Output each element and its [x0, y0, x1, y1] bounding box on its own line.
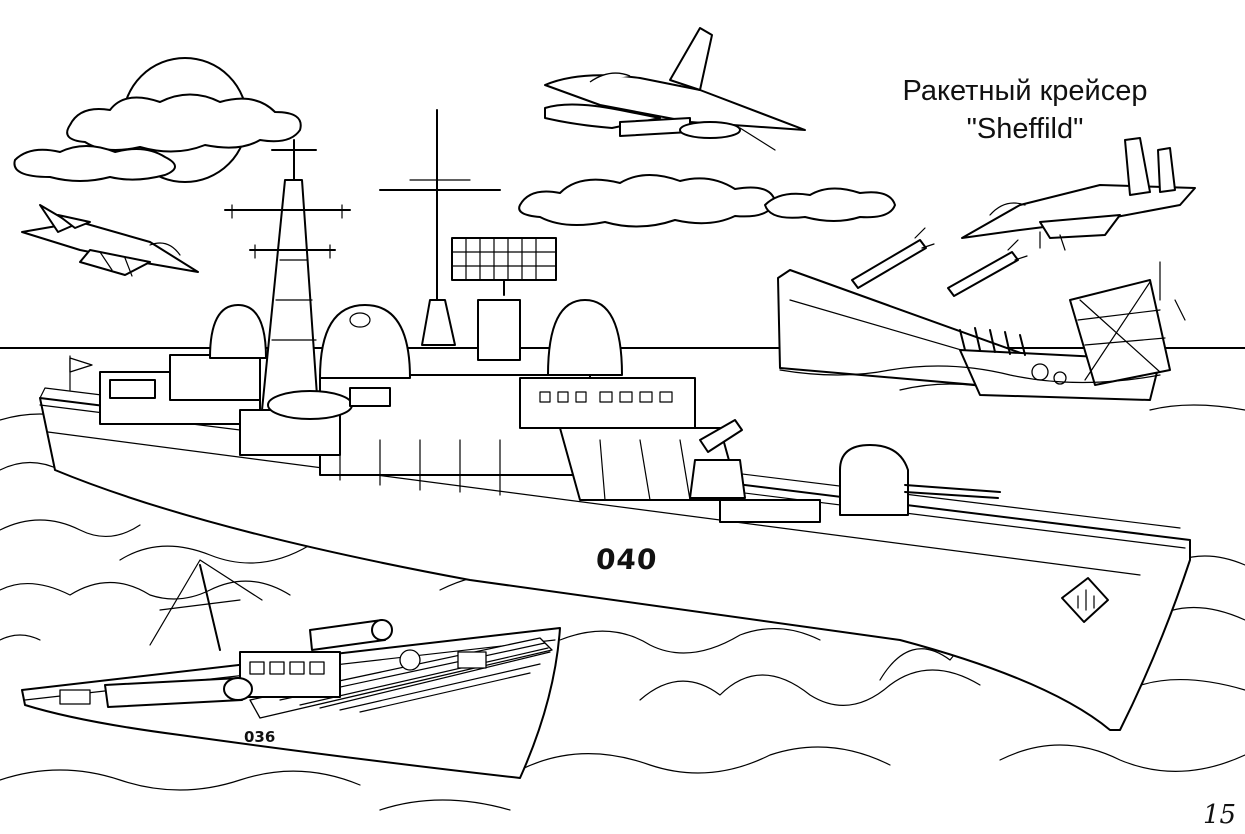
sinking-ship: [777, 261, 1186, 401]
missiles: [851, 227, 1028, 297]
boat-hull-number: 036: [244, 728, 276, 746]
title-line-2: "Sheffild": [966, 113, 1084, 145]
missile-boat: [21, 559, 561, 779]
page-number: 15: [1203, 800, 1237, 830]
jet-fighter-top: [544, 27, 806, 151]
page-title: Ракетный крейсер "Sheffild": [840, 72, 1210, 148]
jet-fighter-right: [961, 137, 1196, 251]
clouds: [13, 93, 896, 228]
title-line-1: Ракетный крейсер: [902, 75, 1148, 107]
warship-sheffield: [39, 109, 1191, 731]
ship-hull-number: 040: [594, 543, 659, 576]
jet-fighter-left: [21, 204, 199, 277]
